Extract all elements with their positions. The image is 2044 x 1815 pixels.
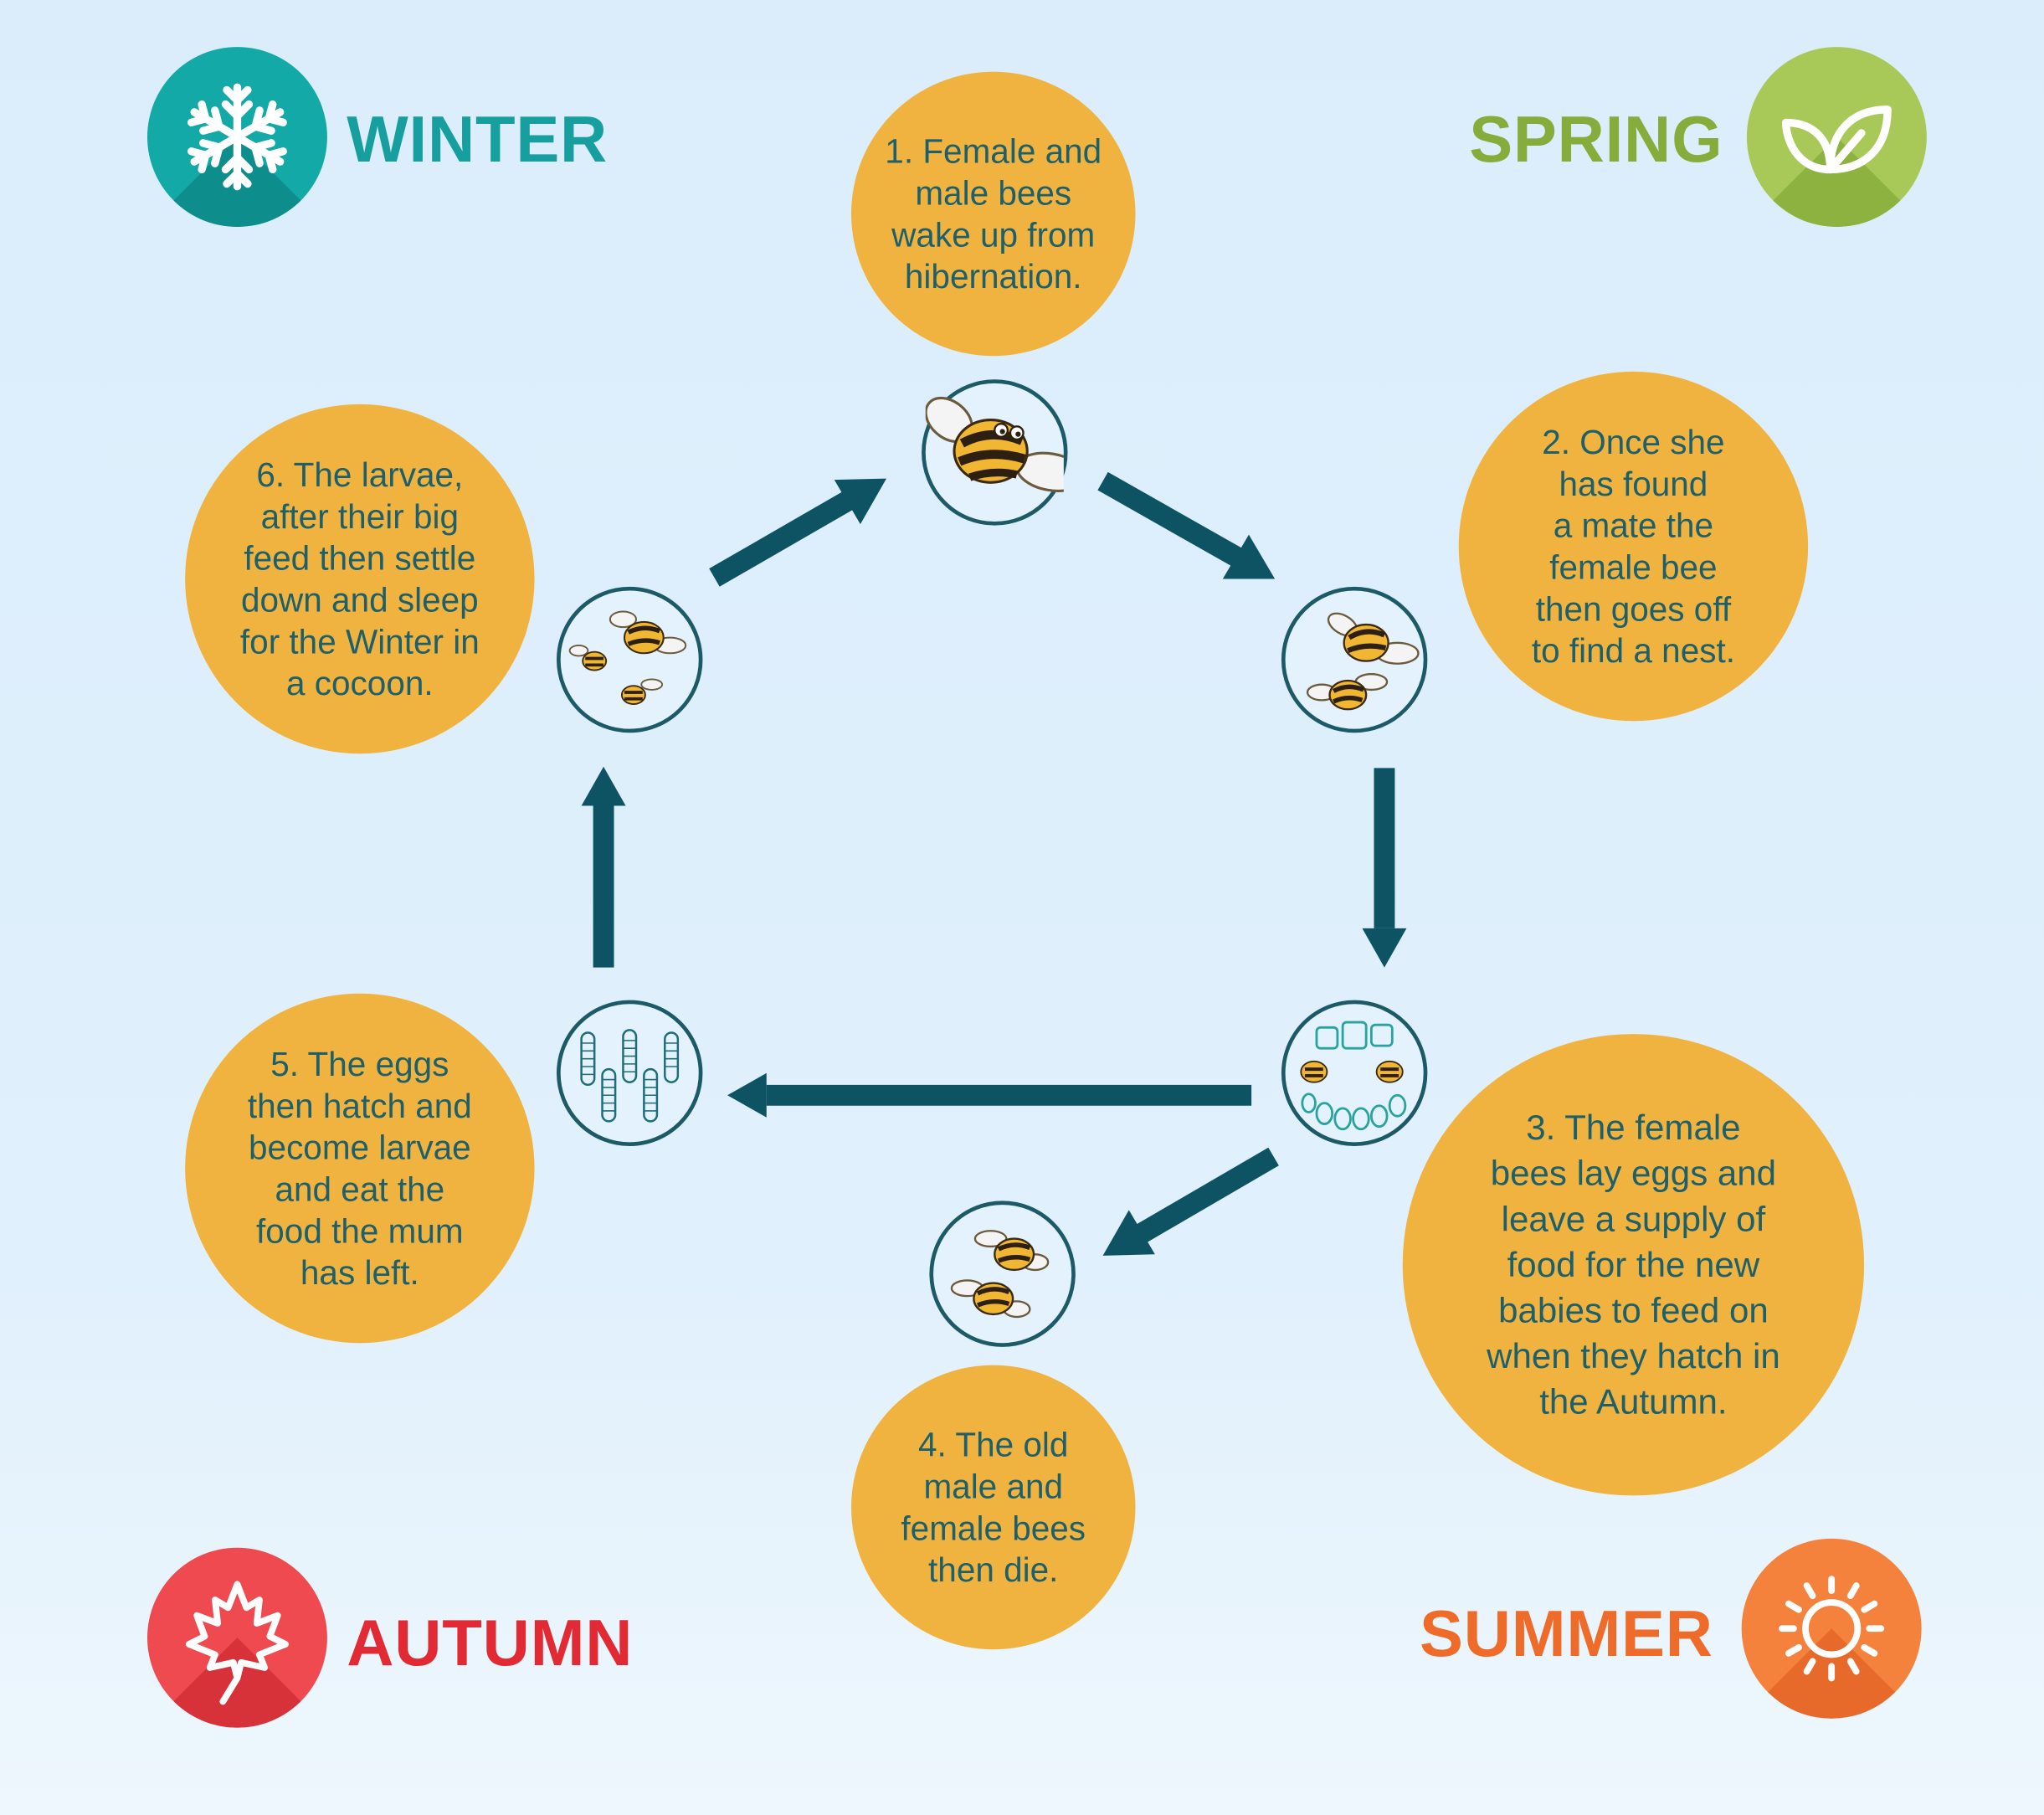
illustration-two-bees <box>1281 586 1428 733</box>
step-6-circle: 6. The larvae, after their big feed then… <box>185 404 535 754</box>
step-5-text: 5. The eggs then hatch and become larvae… <box>247 1044 472 1293</box>
eggs-and-honey-jars-icon <box>1300 1021 1407 1131</box>
large-bee-icon <box>925 396 1064 492</box>
illustration-sleeping-bees <box>557 586 703 733</box>
arrow-2-to-3 <box>1362 768 1407 968</box>
arrow-6-to-1 <box>709 478 887 587</box>
step-5-circle: 5. The eggs then hatch and become larvae… <box>185 993 535 1344</box>
two-bees-icon <box>1306 612 1420 711</box>
summer-icon <box>1741 1538 1922 1719</box>
sleeping-bees-icon <box>568 610 687 705</box>
step-1-text: 1. Female and male bees wake up from hib… <box>885 131 1102 296</box>
winter-label: WINTER <box>347 103 609 177</box>
sun-icon <box>1742 1576 1922 1719</box>
snowflake-icon <box>147 83 327 227</box>
step-1-circle: 1. Female and male bees wake up from hib… <box>850 71 1136 357</box>
arrow-3-to-5 <box>727 1072 1252 1118</box>
autumn-label: AUTUMN <box>347 1606 634 1680</box>
step-2-text: 2. Once she has found a mate the female … <box>1531 422 1735 671</box>
illustration-old-bees <box>929 1201 1076 1347</box>
leaf-icon <box>1781 105 1892 174</box>
summer-label: SUMMER <box>1420 1596 1713 1671</box>
maple-leaf-icon <box>185 1581 289 1705</box>
step-4-circle: 4. The old male and female bees then die… <box>850 1365 1136 1650</box>
arrow-5-to-6 <box>581 766 626 968</box>
arrow-1-to-2 <box>1097 471 1276 579</box>
step-6-text: 6. The larvae, after their big feed then… <box>239 455 480 703</box>
illustration-eggs-honey <box>1281 1000 1428 1147</box>
autumn-icon <box>146 1547 327 1728</box>
larvae-icon <box>580 1029 680 1123</box>
illustration-large-bee <box>922 379 1068 526</box>
winter-icon <box>146 47 327 227</box>
illustration-larvae <box>557 1000 703 1147</box>
arrow-3-to-4 <box>1102 1147 1279 1256</box>
step-4-text: 4. The old male and female bees then die… <box>901 1425 1086 1590</box>
old-bees-icon <box>950 1230 1050 1319</box>
spring-icon <box>1746 47 1927 227</box>
step-3-text: 3. The female bees lay eggs and leave a … <box>1487 1108 1780 1421</box>
step-3-circle: 3. The female bees lay eggs and leave a … <box>1402 1034 1865 1496</box>
spring-label: SPRING <box>1469 103 1723 177</box>
step-2-circle: 2. Once she has found a mate the female … <box>1458 371 1809 722</box>
